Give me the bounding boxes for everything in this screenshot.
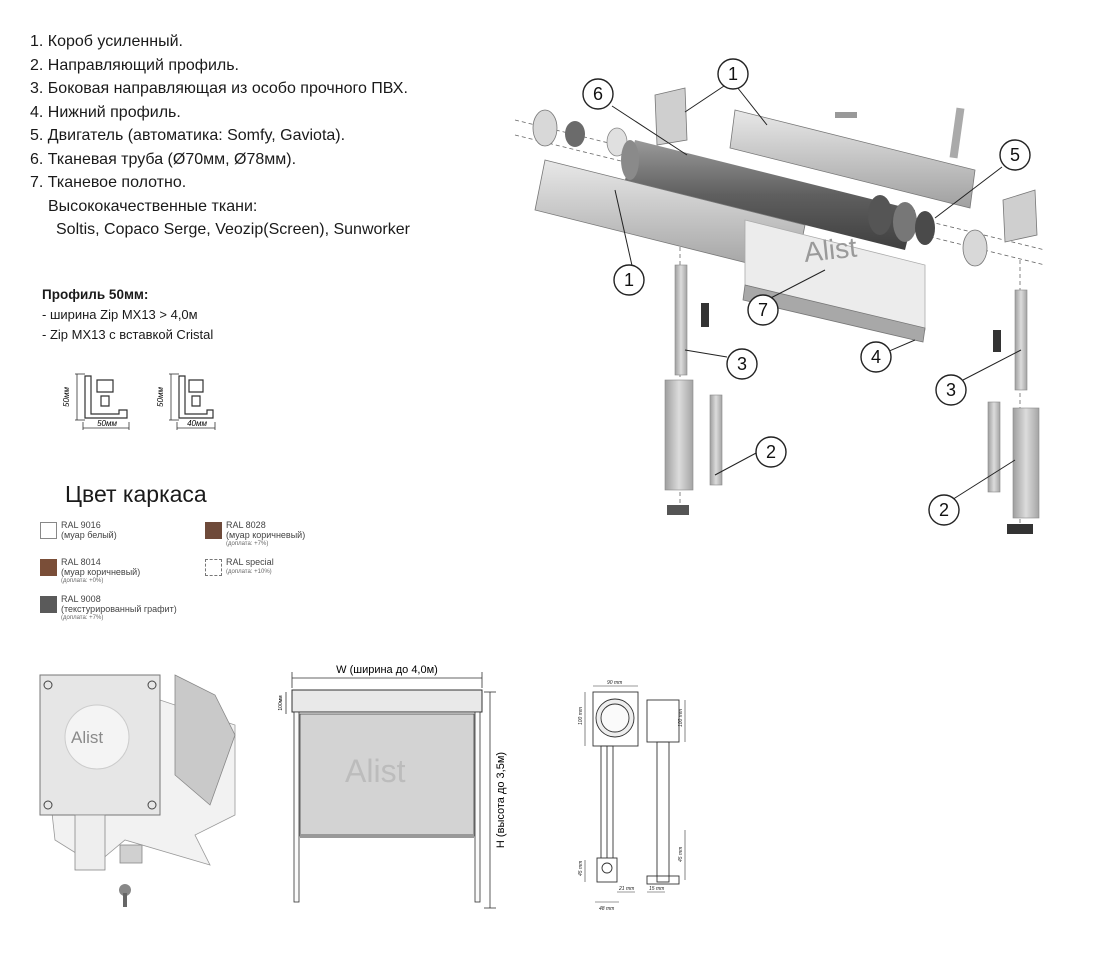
frame-color-title: Цвет каркаса (65, 481, 207, 507)
component-item: 1. Короб усиленный. (30, 33, 183, 50)
right-guide (474, 711, 481, 903)
callout-1: 1 (624, 270, 634, 290)
fabric-tube (625, 140, 915, 250)
profile-block: Профиль 50мм: - ширина Zip MX13 > 4,0м -… (42, 285, 213, 345)
dim-label: 100 mm (578, 707, 584, 725)
profile-title: Профиль 50мм: (42, 287, 149, 302)
callout-2: 2 (939, 500, 949, 520)
callout-5: 5 (1010, 145, 1020, 165)
side-rail-left (674, 264, 688, 376)
component-item: 2. Направляющий профиль. (30, 56, 239, 74)
motor (868, 195, 935, 245)
dim-a-height: 50мм (62, 387, 71, 407)
callout-2: 2 (766, 442, 776, 462)
bottom-profile (742, 284, 926, 343)
swatch-code: RAL special (226, 557, 274, 567)
fabric (299, 713, 475, 837)
swatch-note: (доплата: +0%) (61, 578, 104, 584)
swatch-code: RAL 9008 (61, 594, 101, 604)
component-item: 4. Нижний профиль. (30, 103, 181, 121)
callout-4: 4 (871, 347, 881, 367)
dim-b-width: 40мм (187, 419, 207, 428)
dim-label: 90 mm (607, 680, 622, 686)
fabrics-list: Soltis, Copaco Serge, Veozip(Screen), Su… (56, 221, 410, 238)
fabrics-heading: Высококачественные ткани: (48, 197, 258, 215)
dim-label: 45 mm (678, 847, 684, 862)
dim-label: 48 mm (599, 906, 614, 912)
color-swatch (40, 559, 57, 576)
callout-3: 3 (946, 380, 956, 400)
swatch-code: RAL 9016 (61, 520, 101, 530)
profile-line: - Zip MX13 с вставкой Cristal (42, 327, 214, 342)
profile-sections-drawing: 50мм 50мм 50мм 40мм (62, 373, 216, 430)
exploded-view-diagram: Alist 1 6 5 1 (514, 58, 1046, 534)
dim-label: 100 mm (678, 709, 684, 727)
swatch-note: (доплата: +10%) (226, 568, 272, 575)
swatch-code: RAL 8014 (61, 557, 101, 567)
callout-7: 7 (758, 300, 768, 320)
profile-line: - ширина Zip MX13 > 4,0м (42, 307, 198, 322)
guide-profile-left (664, 379, 694, 491)
swatch-note: (доплата: +7%) (226, 541, 269, 547)
brand-logo: Alist (71, 728, 103, 747)
callout-6: 6 (593, 84, 603, 104)
dim-label: 21 mm (618, 886, 634, 892)
color-swatch (40, 596, 57, 613)
left-guide (293, 711, 300, 903)
components-list: 1. Короб усиленный. 2. Направляющий проф… (30, 30, 410, 242)
width-label: W (ширина до 4,0м) (336, 664, 438, 676)
callout-1: 1 (728, 64, 738, 84)
cassette-box (729, 109, 976, 209)
swatch-name: (текстурированный графит) (61, 603, 177, 614)
swatch-note: (доплата: +7%) (61, 615, 104, 621)
box-label: 100мм (278, 695, 284, 711)
component-item: 7. Тканевое полотно. (30, 174, 187, 191)
component-item: 5. Двигатель (автоматика: Somfy, Gaviota… (30, 127, 346, 144)
cassette (291, 689, 483, 713)
cassette-detail-drawing: Alist (39, 674, 236, 907)
dim-a-width: 50мм (97, 419, 117, 428)
swatch-name: (муар коричневый) (61, 566, 141, 577)
guide-profile-right (1012, 407, 1040, 519)
brand-logo: Alist (802, 232, 858, 268)
color-swatch (205, 522, 222, 539)
callout-3: 3 (737, 354, 747, 374)
swatch-code: RAL 8028 (226, 520, 266, 530)
brand-logo: Alist (345, 753, 406, 789)
component-item: 6. Тканевая труба (Ø70мм, Ø78мм). (30, 150, 297, 168)
section-view-drawing: 90 mm 100 mm 100 mm 45 mm 45 mm 21 mm 48… (578, 680, 686, 912)
side-rail-right (1014, 289, 1028, 391)
color-swatch (40, 522, 57, 539)
swatch-name: (муар белый) (61, 529, 117, 540)
swatch-name: (муар коричневый) (226, 529, 306, 540)
component-item: 3. Боковая направляющая из особо прочног… (30, 80, 408, 97)
height-label: H (высота до 3,5м) (495, 752, 507, 848)
front-view-drawing: Alist W (ширина до 4,0м) H (высота до 3,… (278, 664, 507, 909)
dim-b-height: 50мм (156, 387, 165, 407)
color-swatch (205, 559, 222, 576)
dim-label: 15 mm (649, 886, 664, 892)
dim-label: 45 mm (578, 861, 584, 876)
